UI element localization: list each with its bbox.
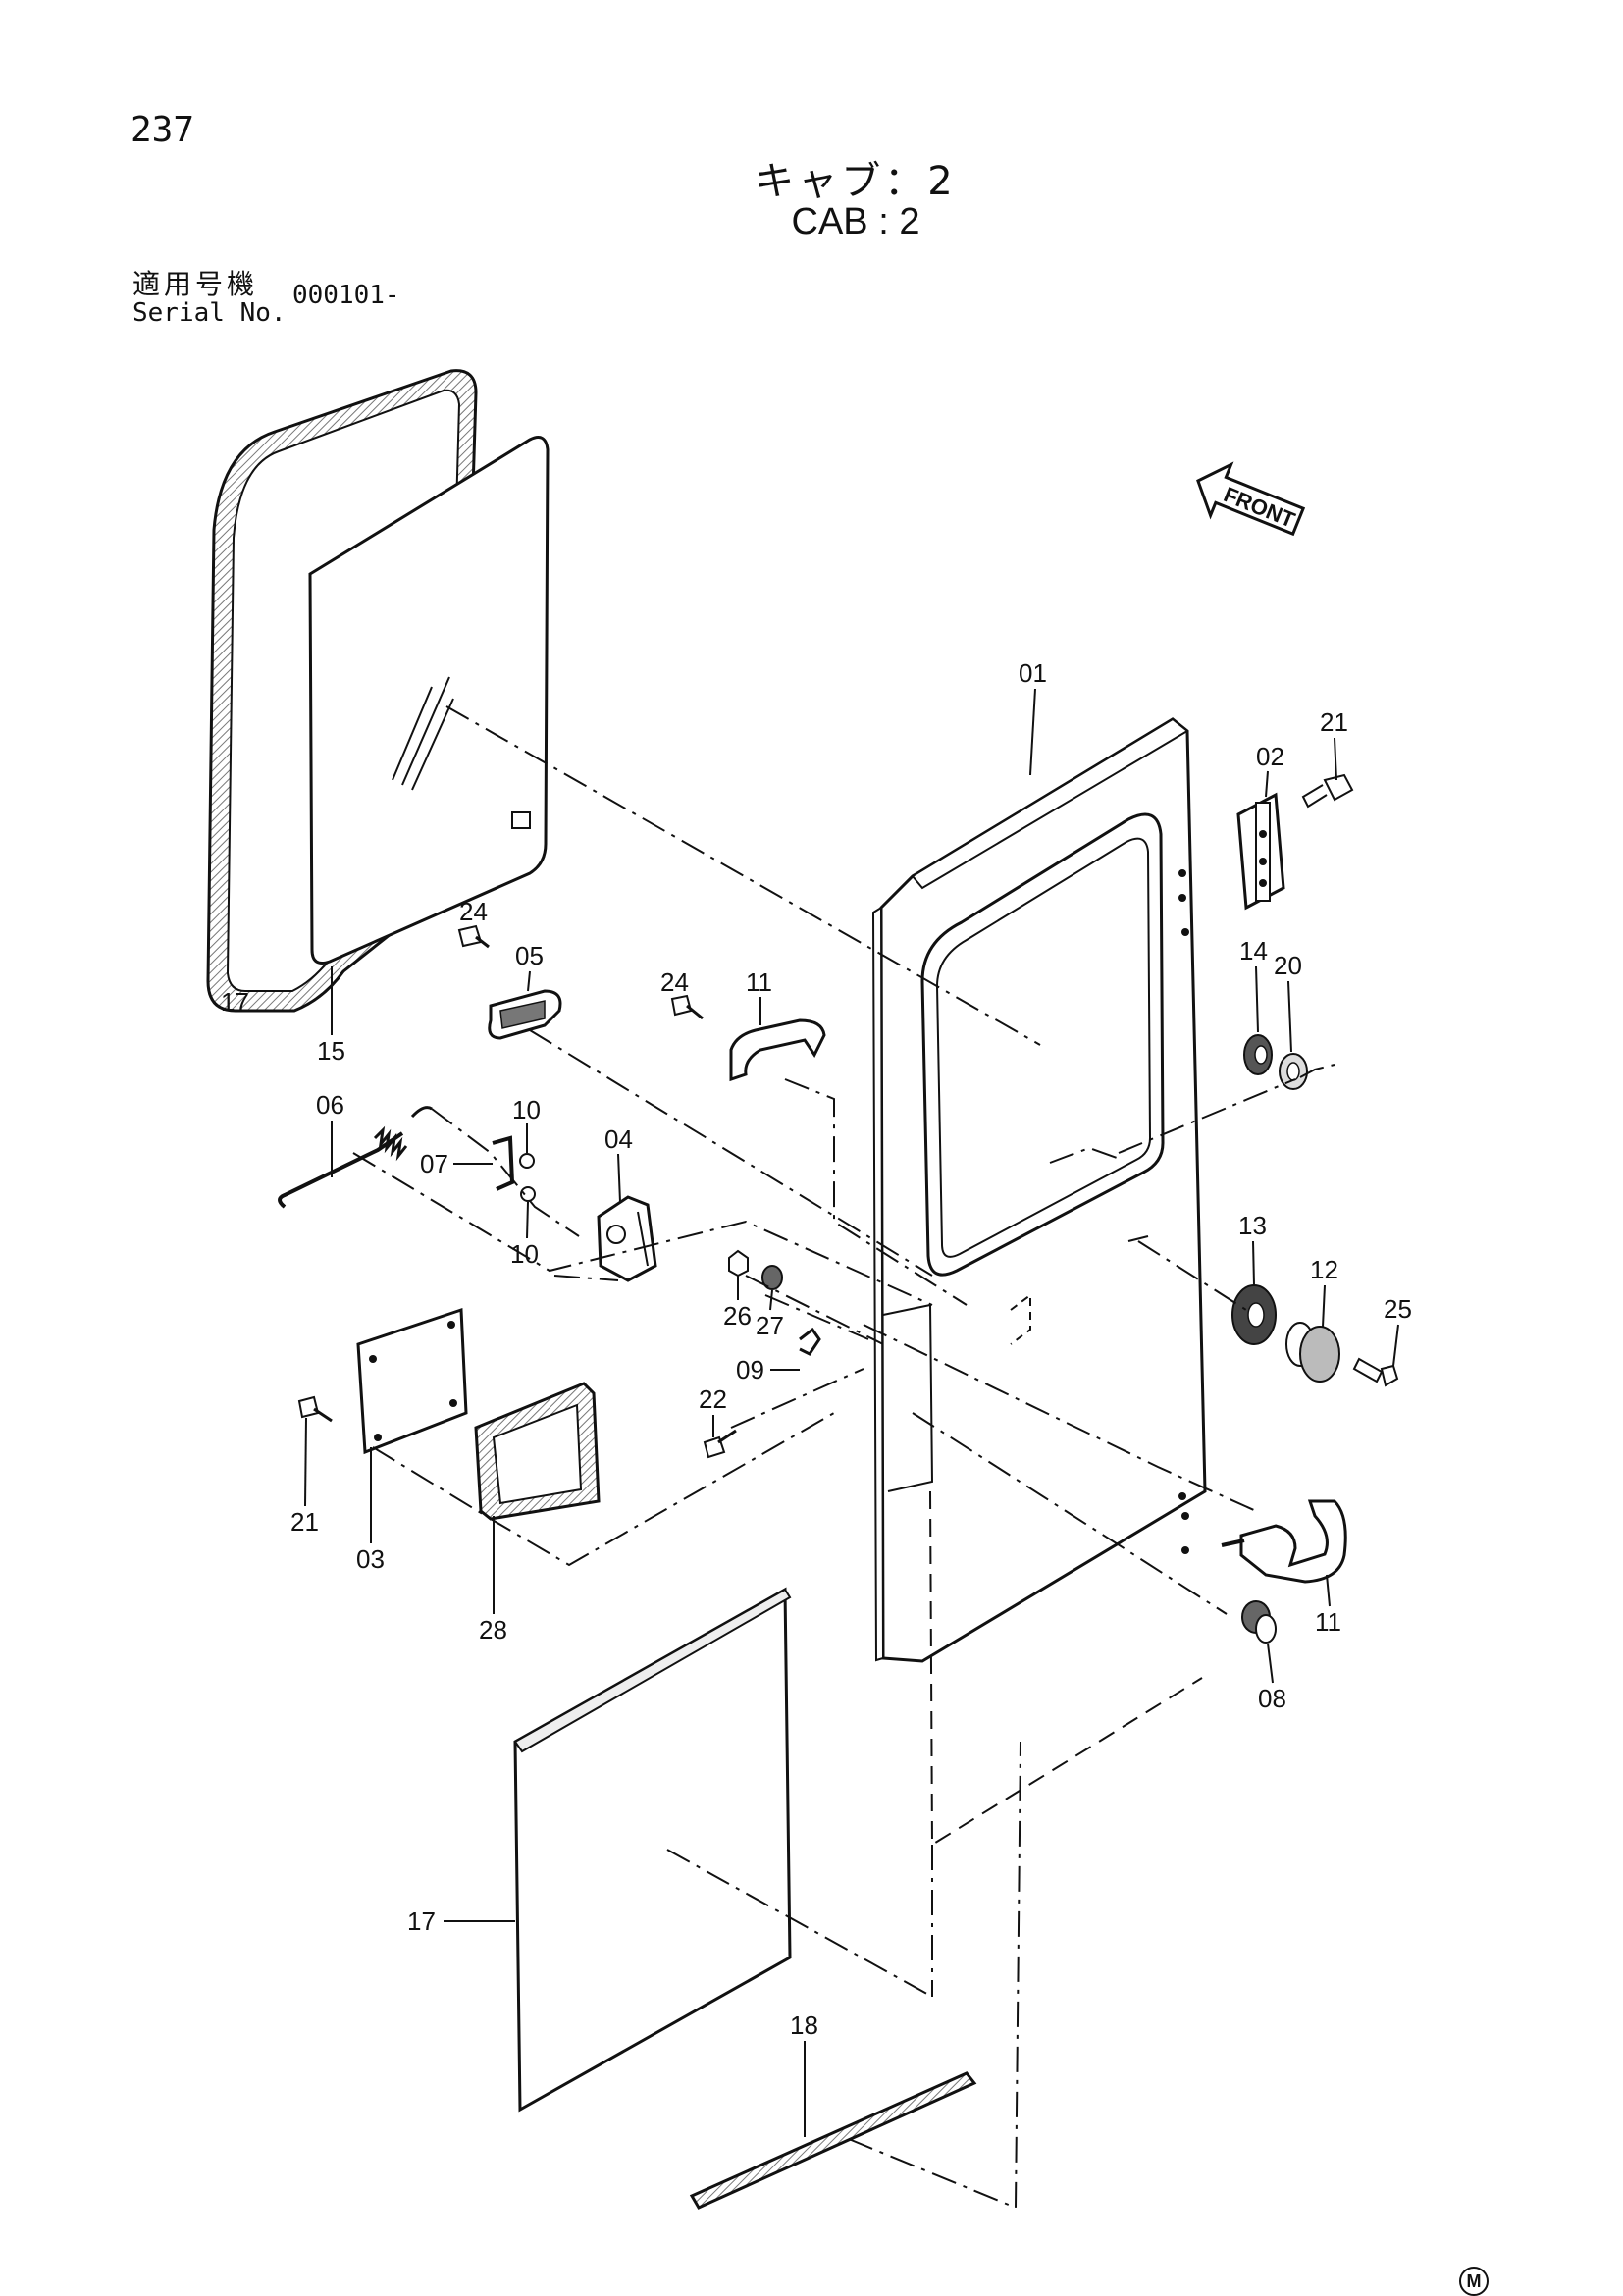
part-04-latch-assembly xyxy=(597,1195,657,1282)
part-25-screw xyxy=(670,994,704,1020)
copyright-mark: M xyxy=(1459,2267,1489,2296)
part-10-clip-lower xyxy=(520,1186,536,1202)
callout-15: 14 xyxy=(1239,936,1268,965)
part-03-cover-plate xyxy=(356,1307,468,1455)
part-16-window-glass xyxy=(308,436,550,965)
callout-10-lower: 10 xyxy=(510,1239,539,1269)
callout-13: 12 xyxy=(1310,1255,1338,1284)
part-12-grip-handle xyxy=(729,1018,826,1082)
callout-12: 11 xyxy=(746,967,772,997)
part-10-clip-upper xyxy=(519,1153,535,1169)
part-15-bushing xyxy=(1243,1034,1273,1075)
part-14-rubber-stopper xyxy=(1231,1284,1277,1345)
callout-20: 20 xyxy=(1274,951,1302,980)
callout-29: 28 xyxy=(479,1615,507,1644)
part-01-door-panel xyxy=(871,717,1207,1847)
callout-05: 05 xyxy=(515,941,544,970)
part-02-hinge xyxy=(1236,792,1285,911)
serial-value: 000101- xyxy=(292,281,400,310)
part-06-lock-rod xyxy=(278,1106,433,1209)
callout-10-upper: 10 xyxy=(512,1095,541,1124)
callout-14: 13 xyxy=(1238,1211,1267,1240)
callout-23: 22 xyxy=(699,1384,727,1414)
callout-01: 01 xyxy=(1019,658,1047,688)
part-05-door-lock xyxy=(488,989,562,1040)
part-19-weather-strip xyxy=(689,2071,977,2210)
title-japanese: キャブ：2 xyxy=(755,159,957,204)
callout-25: 24 xyxy=(660,967,689,997)
part-18-trim-board xyxy=(513,1587,792,2113)
part-13-striker xyxy=(1285,1322,1340,1383)
callout-28: 27 xyxy=(756,1311,784,1340)
part-09-clip xyxy=(799,1327,821,1356)
part-20-washer xyxy=(1279,1053,1308,1090)
part-08-striker-pin xyxy=(1241,1600,1277,1644)
callout-labels: 01 02 21 14 20 24 05 24 11 17 15 06 10 0… xyxy=(221,658,1412,2137)
part-29-cover-seal xyxy=(474,1382,601,1521)
serial-label-japanese: 適用号機 xyxy=(132,268,259,300)
part-27-nut xyxy=(728,1249,749,1278)
callout-22: 21 xyxy=(290,1507,319,1537)
part-11-door-handle xyxy=(1221,1499,1347,1584)
page-number: 237 xyxy=(131,110,195,150)
callout-19: 18 xyxy=(790,2010,818,2040)
callout-08: 08 xyxy=(1258,1684,1286,1713)
part-07-bracket xyxy=(492,1135,515,1191)
serial-label-english: Serial No. xyxy=(132,298,287,328)
callout-21: 21 xyxy=(1320,707,1348,737)
part-26-bolt xyxy=(1352,1357,1399,1387)
part-22-screw xyxy=(297,1395,333,1423)
callout-18: 17 xyxy=(407,1906,436,1936)
callout-06: 06 xyxy=(316,1090,344,1120)
callout-03: 03 xyxy=(356,1544,385,1574)
callout-24: 24 xyxy=(459,897,488,926)
callout-09: 09 xyxy=(736,1355,764,1384)
part-24-screw xyxy=(457,924,490,949)
callout-16: 15 xyxy=(317,1036,345,1066)
callout-02: 02 xyxy=(1256,742,1284,771)
assembly-leader-lines xyxy=(352,705,1335,2210)
callout-04: 04 xyxy=(604,1124,633,1154)
front-direction-arrow: FRONT xyxy=(1196,461,1306,537)
callout-07: 07 xyxy=(420,1149,448,1178)
callout-17: 17 xyxy=(221,987,249,1017)
callout-26: 25 xyxy=(1384,1294,1412,1324)
callout-27: 26 xyxy=(723,1301,752,1331)
part-21-bolt xyxy=(1301,773,1354,809)
part-23-screw xyxy=(703,1429,737,1459)
callout-11: 11 xyxy=(1315,1607,1341,1637)
part-28-washer xyxy=(761,1265,783,1290)
title-english: CAB : 2 xyxy=(791,201,920,242)
